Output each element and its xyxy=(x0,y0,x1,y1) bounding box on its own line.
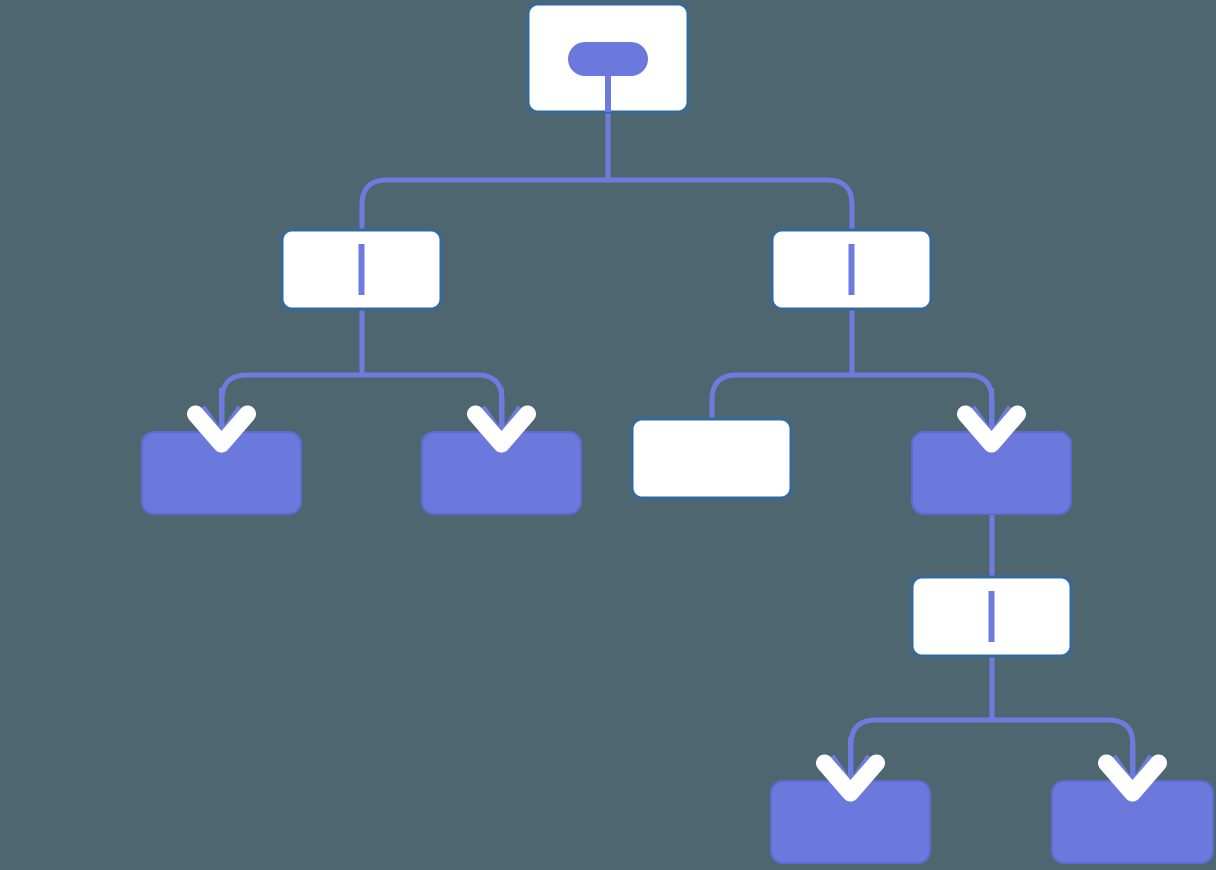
arrowhead-to-n7 xyxy=(957,388,1026,453)
edge-n3-to-n6[interactable] xyxy=(709,309,855,419)
node-n6[interactable] xyxy=(630,417,793,500)
arrow-chevron-white xyxy=(816,754,885,802)
arrowhead-to-n9 xyxy=(816,737,885,802)
node-n8[interactable] xyxy=(910,575,1073,658)
arrowheads-layer xyxy=(187,388,1167,802)
edge-n1-to-n2[interactable] xyxy=(359,112,611,230)
node-inner-bar xyxy=(358,244,365,295)
arrowhead-to-n4 xyxy=(187,388,256,453)
node-pill-glyph xyxy=(568,42,648,76)
node-n3[interactable] xyxy=(770,228,933,311)
edge-n1-to-n3[interactable] xyxy=(605,112,855,230)
node-inner-bar xyxy=(848,244,855,295)
node-body-white xyxy=(630,417,793,500)
arrow-chevron-white xyxy=(957,405,1026,453)
arrow-chevron-white xyxy=(187,405,256,453)
node-n2[interactable] xyxy=(280,228,443,311)
nodes-layer xyxy=(141,2,1214,864)
node-n1[interactable] xyxy=(526,2,690,114)
node-inner-bar xyxy=(988,591,995,642)
arrowhead-to-n5 xyxy=(467,388,536,453)
arrowhead-to-n10 xyxy=(1098,737,1167,802)
arrow-chevron-white xyxy=(1098,754,1167,802)
arrow-chevron-white xyxy=(467,405,536,453)
node-pill-stem xyxy=(605,76,611,112)
